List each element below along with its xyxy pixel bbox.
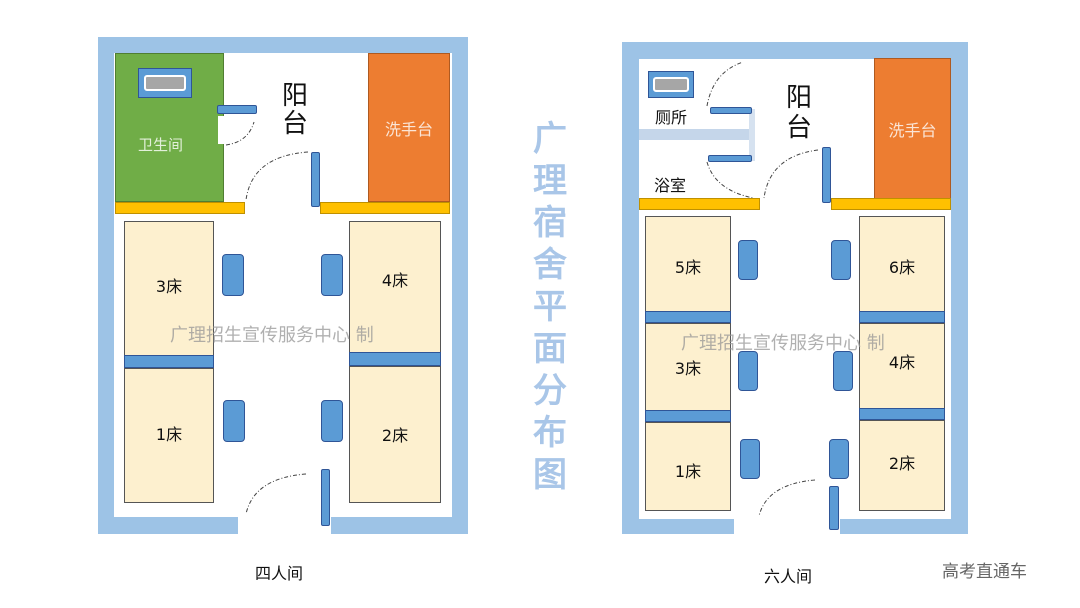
bed-divider-left-1: [645, 311, 731, 323]
entrance-door-swing: [758, 479, 816, 517]
balcony-door: [311, 152, 320, 207]
room-caption-four: 四人间: [255, 564, 304, 583]
chair-bed-5: [738, 240, 758, 280]
bed-5: 5床: [645, 216, 731, 312]
sink-label: 洗手台: [384, 119, 433, 139]
plan-title-vertical: 广 理 宿 舍 平 面 分 布 图: [533, 119, 567, 495]
bed-2: 2床: [349, 366, 441, 503]
chair-bed-6: [831, 240, 851, 280]
toilet-door: [710, 107, 752, 114]
chair-bed-1: [740, 439, 760, 479]
chair-bed-1: [223, 400, 245, 442]
bed-divider-left: [124, 355, 214, 368]
bed-4: 4床: [859, 323, 945, 409]
bathroom: 卫生间: [115, 53, 224, 202]
sink-counter: 洗手台: [874, 58, 951, 199]
wall-left: [622, 42, 639, 534]
bed-divider-left-2: [645, 410, 731, 422]
sink-counter: 洗手台: [368, 53, 450, 202]
wall-top: [622, 42, 968, 59]
sink-label: 洗手台: [888, 120, 937, 140]
bed-2: 2床: [859, 420, 945, 511]
toilet-door-swing: [706, 61, 744, 107]
entrance-door: [829, 486, 839, 530]
wall-bottom-left: [622, 519, 734, 534]
bed-3: 3床: [124, 221, 214, 356]
wall-left: [98, 37, 114, 534]
bed-1: 1床: [124, 368, 214, 503]
entrance-door: [321, 469, 330, 526]
ledge-right: [831, 198, 951, 210]
wall-top: [98, 37, 468, 53]
bathroom-label: 浴室: [654, 176, 687, 195]
bed-6: 6床: [859, 216, 945, 312]
bath-door: [708, 155, 752, 162]
chair-bed-4: [321, 254, 343, 296]
wall-right: [951, 42, 968, 534]
toilet-fixture-icon: [138, 68, 192, 98]
bed-1: 1床: [645, 422, 731, 511]
brand-label: 高考直通车: [942, 562, 1027, 582]
bed-divider-right-2: [859, 408, 945, 420]
chair-bed-3: [222, 254, 244, 296]
chair-bed-4: [833, 351, 853, 391]
balcony-door-swing: [245, 151, 309, 201]
bathroom-door-notch: [218, 116, 226, 144]
bed-divider-right: [349, 352, 441, 366]
balcony-door-swing: [763, 149, 819, 199]
toilet-bath-partition: [639, 129, 754, 140]
watermark-right: 广理招生宣传服务中心 制: [681, 333, 885, 354]
bathroom-door: [217, 105, 257, 114]
partition-post: [749, 109, 755, 161]
wall-bottom-left: [98, 517, 238, 534]
chair-bed-3: [738, 351, 758, 391]
chair-bed-2: [829, 439, 849, 479]
balcony-label: 阳 台: [786, 83, 813, 143]
bed-divider-right-1: [859, 311, 945, 323]
chair-bed-2: [321, 400, 343, 442]
wall-right: [452, 37, 468, 534]
bathroom-door-swing: [225, 121, 255, 146]
balcony-door: [822, 147, 831, 203]
bed-3: 3床: [645, 323, 731, 411]
bath-door-swing: [706, 161, 754, 199]
entrance-door-swing: [245, 473, 307, 515]
ledge-right: [320, 202, 450, 214]
ledge-left: [639, 198, 760, 210]
toilet-label: 厕所: [655, 108, 688, 127]
watermark-left: 广理招生宣传服务中心 制: [170, 325, 374, 346]
ledge-left: [115, 202, 245, 214]
four-person-room-plan: 卫生间 阳 台 洗手台 3床 1床 4床 2床 广理招生宣传服务中心 制 四人间: [98, 37, 468, 583]
toilet-fixture-icon: [648, 71, 694, 98]
wall-bottom-right: [331, 517, 468, 534]
wall-bottom-right: [840, 519, 968, 534]
bathroom-label: 卫生间: [138, 136, 184, 154]
balcony-label: 阳 台: [282, 81, 309, 139]
room-caption-six: 六人间: [764, 567, 813, 586]
